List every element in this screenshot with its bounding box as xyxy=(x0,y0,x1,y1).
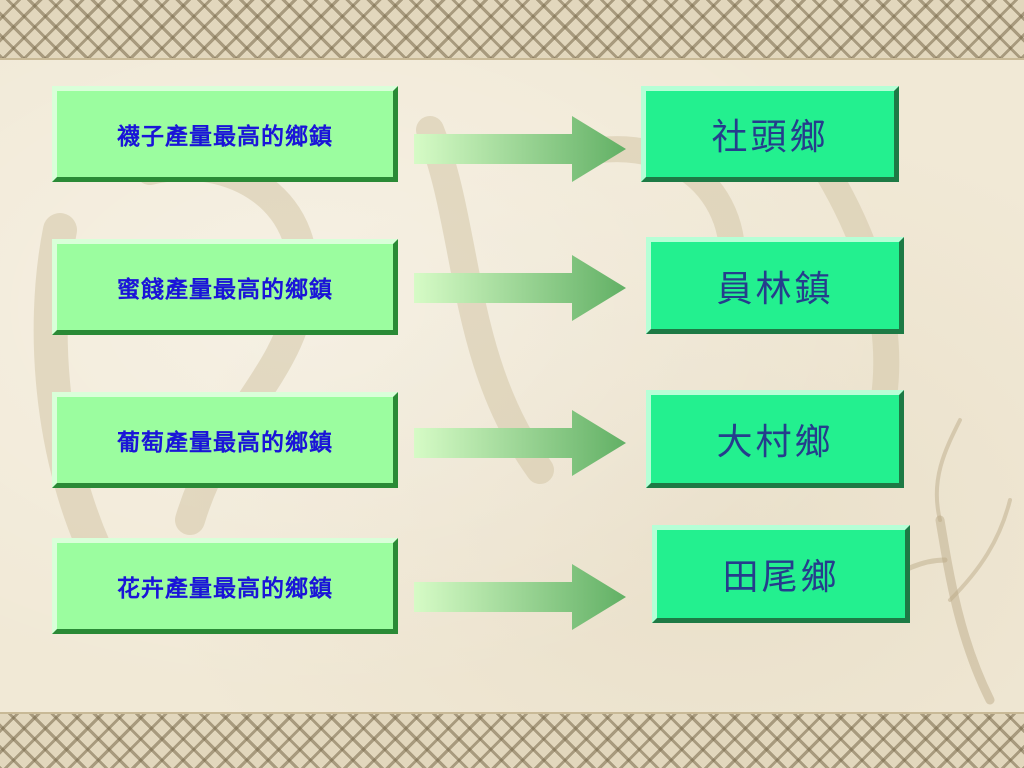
question-label: 花卉產量最高的鄉鎮 xyxy=(117,575,333,602)
answer-box-tianwei: 田尾鄉 xyxy=(652,525,910,623)
arrow-right-icon xyxy=(414,116,626,182)
answer-label: 社頭鄉 xyxy=(711,117,829,158)
answer-label: 大村鄉 xyxy=(716,422,834,463)
answer-box-dacun: 大村鄉 xyxy=(646,390,904,488)
answer-label: 員林鎮 xyxy=(716,268,834,310)
answer-box-shetou: 社頭鄉 xyxy=(641,86,899,182)
top-decorative-border xyxy=(0,0,1024,60)
question-box-flowers: 花卉產量最高的鄉鎮 xyxy=(52,538,398,634)
question-label: 葡萄產量最高的鄉鎮 xyxy=(117,429,333,456)
answer-box-yuanlin: 員林鎮 xyxy=(646,237,904,334)
question-label: 襪子產量最高的鄉鎮 xyxy=(117,123,333,150)
bottom-decorative-border xyxy=(0,712,1024,768)
question-box-grapes: 葡萄產量最高的鄉鎮 xyxy=(52,392,398,488)
question-label: 蜜餞產量最高的鄉鎮 xyxy=(117,276,333,303)
arrow-right-icon xyxy=(414,564,626,630)
answer-label: 田尾鄉 xyxy=(722,557,840,598)
question-box-socks: 襪子產量最高的鄉鎮 xyxy=(52,86,398,182)
question-box-candied-fruit: 蜜餞產量最高的鄉鎮 xyxy=(52,239,398,335)
arrow-right-icon xyxy=(414,255,626,321)
arrow-right-icon xyxy=(414,410,626,476)
